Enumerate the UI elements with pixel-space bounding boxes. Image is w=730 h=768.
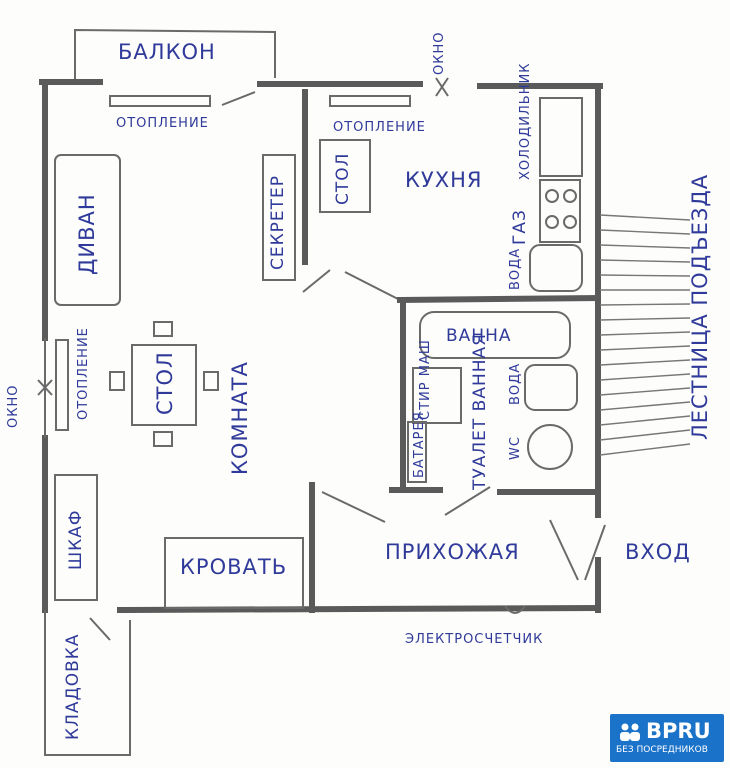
window-top-mark2 [435,77,449,97]
chair-bottom [153,431,173,447]
chair-right [203,371,219,391]
room-table-shape [131,344,197,426]
water-kitchen-label: ВОДА [508,247,523,290]
secretary-shape [262,154,296,281]
entrance-label: ВХОД [625,540,691,564]
bath-label: ВАННА [446,326,512,346]
storeroom-label: КЛАДОВКА [63,633,83,740]
bath-shape [419,311,571,359]
staircase-hatch [599,214,691,456]
sofa-label: ДИВАН [75,193,99,275]
room-table-label: СТОЛ [153,351,177,415]
entrance-door-r [584,524,606,581]
wall-bottom [116,604,602,614]
heating-kitchen-label: ОТОПЛЕНИЕ [333,120,426,135]
bath-sink [524,364,578,411]
kitchen-door [302,269,331,293]
battery-shape [407,421,427,483]
kitchen-label: КУХНЯ [405,168,483,192]
wall-kitchen-bath [396,294,602,304]
radiator-kitchen [329,95,411,107]
balcony-outline [74,28,276,80]
wardrobe-label: ШКАФ [66,509,86,570]
kitchen-table-shape [319,139,371,213]
sofa-shape [54,154,121,306]
water-bath-label: ВОДА [508,362,523,405]
entrance-door-l [549,519,579,581]
washer-shape [412,367,462,424]
balcony-door [221,91,256,106]
room-door [321,491,386,523]
logo-tagline: БЕЗ ПОСРЕДНИКОВ [616,745,708,755]
radiator-left [55,339,69,431]
burner-1 [545,189,559,203]
burner-3 [545,215,559,229]
washer-label: СТИР МАШ [418,339,433,420]
storeroom-door [89,617,111,641]
fridge-shape [539,97,583,177]
people-icon [620,723,640,741]
window-top-label: ОКНО [432,31,447,75]
kitchen-sink [529,244,583,292]
bed-shape [164,537,304,609]
toilet-shape [527,424,573,470]
bath-door [444,486,491,516]
bed-label: КРОВАТЬ [180,555,288,579]
wc-label: WC [508,436,523,460]
room-label: КОМНАТА [228,361,252,475]
hallway-label: ПРИХОЖАЯ [385,540,520,564]
window-left-label: ОКНО [6,384,21,428]
staircase-label: ЛЕСТНИЦА ПОДЪЕЗДА [688,173,712,440]
chair-top [153,321,173,337]
burner-4 [563,215,577,229]
kitchen-table-label: СТОЛ [333,152,353,205]
heating-left-label: ОТОПЛЕНИЕ [76,327,91,420]
chair-left [109,371,125,391]
wardrobe-shape [54,474,98,601]
meter-label: ЭЛЕКТРОСЧЕТЧИК [405,632,544,647]
battery-label: БАТАРЕЯ [412,411,427,478]
logo-brand: BPRU [646,719,711,743]
secretary-label: СЕКРЕТЕР [268,174,288,270]
storeroom-outline [44,610,131,756]
balcony-label: БАЛКОН [118,40,216,64]
radiator-room [109,95,211,107]
heating-room-label: ОТОПЛЕНИЕ [116,116,209,131]
bpru-logo[interactable]: BPRU БЕЗ ПОСРЕДНИКОВ [610,714,724,762]
kitchen-door-2 [344,271,401,301]
burner-2 [563,189,577,203]
fridge-label: ХОЛОДИЛЬНИК [518,62,533,180]
toilet-bath-label: ТУАЛЕТ ВАННАЯ [470,333,490,490]
meter-mark [504,605,526,614]
stove-shape [539,179,581,243]
gas-label: ГАЗ [510,209,530,245]
